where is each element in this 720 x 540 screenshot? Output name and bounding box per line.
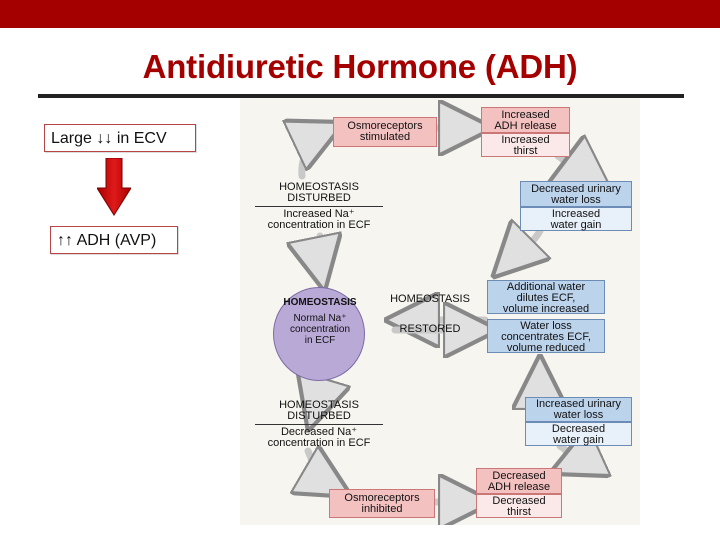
homeostasis-disturbed-bottom-heading: HOMEOSTASIS DISTURBED	[279, 399, 359, 422]
homeostasis-disturbed-top-heading: HOMEOSTASIS DISTURBED	[279, 181, 359, 204]
osmoreceptors-stimulated-box: Osmoreceptors stimulated	[333, 117, 437, 147]
increased-water-gain-box: Increased water gain	[520, 207, 632, 231]
osmoreceptors-inhibited-box: Osmoreceptors inhibited	[329, 489, 435, 518]
adh-homeostasis-diagram: Osmoreceptors stimulated Increased ADH r…	[240, 98, 640, 525]
slide-title: Antidiuretic Hormone (ADH)	[142, 48, 578, 85]
divider-top	[255, 206, 383, 207]
decreased-na-concentration-label: Decreased Na⁺ concentration in ECF	[267, 426, 371, 449]
increased-adh-release-box: Increased ADH release	[481, 107, 570, 133]
increased-na-concentration-label: Increased Na⁺ concentration in ECF	[267, 208, 371, 231]
restored-label: RESTORED	[399, 323, 461, 335]
title-underline	[38, 94, 684, 98]
normal-na-concentration-label: Normal Na⁺ concentration in ECF	[289, 313, 351, 346]
additional-water-box: Additional water dilutes ECF, volume inc…	[487, 280, 605, 315]
homeostasis-circle	[273, 287, 365, 381]
homeostasis-label: HOMEOSTASIS	[390, 293, 470, 305]
decreased-water-gain-box: Decreased water gain	[525, 422, 632, 446]
ecv-decrease-box: Large ↓↓ in ECV	[44, 124, 196, 152]
decreased-thirst-box: Decreased thirst	[476, 494, 562, 518]
decreased-urinary-loss-box: Decreased urinary water loss	[520, 181, 632, 207]
increased-thirst-box: Increased thirst	[481, 133, 570, 157]
decreased-adh-release-box: Decreased ADH release	[476, 468, 562, 494]
water-loss-concentrates-box: Water loss concentrates ECF, volume redu…	[487, 319, 605, 354]
diagram-arrows	[240, 98, 640, 525]
top-accent-bar	[0, 0, 720, 28]
down-arrow-icon	[97, 158, 131, 216]
adh-increase-box: ↑↑ ADH (AVP)	[50, 226, 178, 254]
increased-urinary-loss-box: Increased urinary water loss	[525, 397, 632, 422]
homeostasis-circle-title: HOMEOSTASIS	[283, 297, 357, 308]
divider-bottom	[255, 424, 383, 425]
